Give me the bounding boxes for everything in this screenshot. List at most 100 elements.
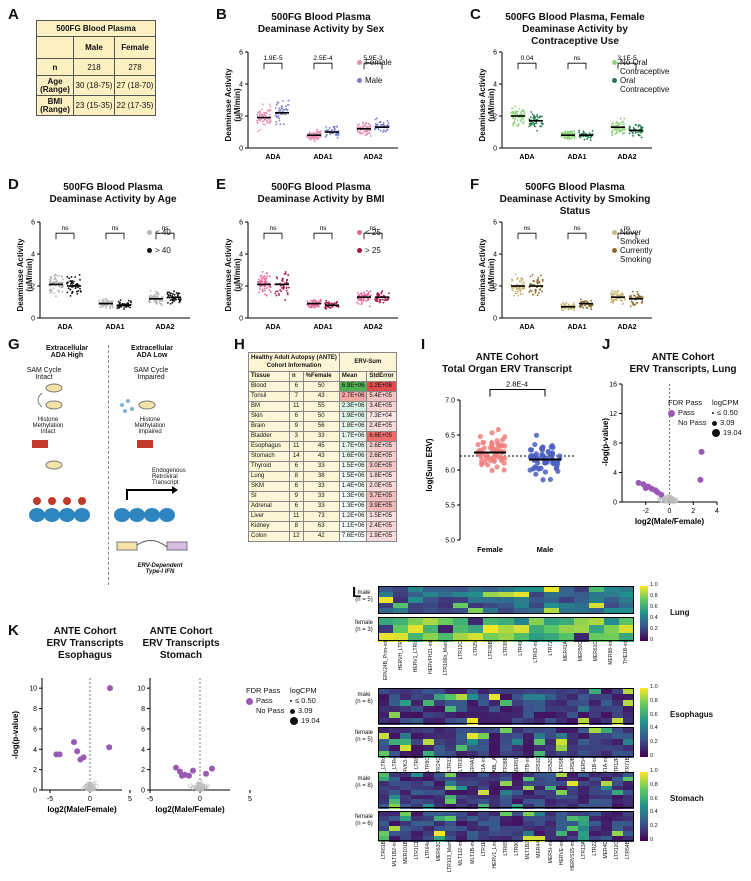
heatmap-cell <box>567 811 579 817</box>
heatmap-cell <box>433 772 446 777</box>
legend-label: 3.09 <box>298 706 313 715</box>
data-point <box>631 301 634 304</box>
data-point <box>542 469 548 475</box>
heatmap-cell <box>543 597 560 604</box>
data-point <box>274 114 277 117</box>
heatmap-cell <box>467 727 479 734</box>
heatmap-cell <box>556 826 568 832</box>
heatmap-cell <box>511 688 524 695</box>
data-point <box>494 438 500 444</box>
y-tick-label: 8 <box>141 706 145 713</box>
data-point <box>258 291 260 294</box>
heatmap-cell <box>578 700 590 707</box>
heatmap-cell <box>556 751 568 758</box>
data-point <box>326 305 329 308</box>
heatmap-cell <box>489 739 501 746</box>
heatmap-cell <box>567 700 579 707</box>
colorbar <box>640 772 648 841</box>
heatmap-cell <box>378 733 390 740</box>
heatmap-cell <box>611 811 624 817</box>
data-point <box>521 283 524 286</box>
data-point <box>168 291 170 294</box>
data-point <box>316 131 319 133</box>
male-group-label: male (n = 5) <box>355 590 373 603</box>
heatmap-cell <box>589 739 602 746</box>
data-point <box>49 277 52 280</box>
heatmap-cell <box>567 803 579 809</box>
legend-marker <box>612 78 617 83</box>
legend-cpm-title: logCPM <box>712 398 739 407</box>
heatmap-cell <box>544 772 557 777</box>
data-point <box>516 290 519 293</box>
significance-bracket <box>567 232 587 240</box>
heatmap-cell <box>389 745 401 752</box>
data-point <box>196 786 202 792</box>
x-tick-label: ADA <box>519 154 534 161</box>
heatmap-cell <box>589 694 602 701</box>
heatmap-cell <box>511 745 524 752</box>
heatmap-cell <box>422 803 435 809</box>
heatmap-cell <box>389 772 401 777</box>
x-tick-label: ADA1 <box>313 324 332 331</box>
data-point <box>585 300 588 303</box>
female-group-label: female (n = 5) <box>354 730 373 743</box>
heatmap-cell <box>433 700 446 707</box>
heatmap-cell <box>556 772 568 777</box>
table-cell: 73 <box>302 511 340 522</box>
data-point <box>619 293 622 295</box>
heatmap-cell <box>589 821 602 827</box>
data-point <box>358 126 361 129</box>
y-tick-label: 6.5 <box>445 433 455 440</box>
data-point <box>660 497 666 503</box>
data-point <box>569 308 572 310</box>
heatmap-cell <box>378 633 394 642</box>
heatmap-cell <box>453 617 469 626</box>
x-tick-label: ADA2 <box>155 324 174 331</box>
data-point <box>275 276 278 278</box>
heatmap-cell <box>500 776 513 782</box>
legend-entry: > 25 <box>357 246 381 255</box>
data-point <box>632 303 635 306</box>
data-point <box>514 273 517 276</box>
heatmap-cell <box>544 785 557 791</box>
heatmap-cell <box>589 688 602 695</box>
heatmap-cell <box>422 826 435 832</box>
heatmap-cell <box>544 718 557 725</box>
heatmap-cell <box>444 688 457 695</box>
heatmap-cell <box>578 781 590 786</box>
data-point <box>382 301 385 304</box>
data-point <box>357 130 360 133</box>
heatmap-cell <box>389 803 401 809</box>
heatmap-cell <box>483 602 499 609</box>
heatmap-cell <box>600 790 613 795</box>
data-point <box>280 290 283 293</box>
table-cell: 1.5E+06 <box>338 471 368 482</box>
heatmap-cell <box>411 821 424 827</box>
data-point <box>361 121 364 124</box>
heatmap-cell <box>455 688 468 695</box>
data-point <box>374 299 377 302</box>
heatmap-cell <box>444 781 457 786</box>
data-point <box>263 293 266 296</box>
table-cell: Blood <box>248 381 290 392</box>
heatmap-cell <box>500 712 513 719</box>
legend-label: < 40 <box>155 228 171 237</box>
heatmap-cell <box>400 790 412 795</box>
heatmap-cell <box>544 781 557 786</box>
data-point <box>615 122 617 124</box>
y-tick-label: 0 <box>493 146 497 153</box>
data-point <box>333 129 336 132</box>
heatmap-cell <box>558 602 575 609</box>
data-point <box>159 299 161 302</box>
heatmap-cell <box>556 799 568 804</box>
data-point <box>70 276 73 278</box>
data-point <box>167 294 170 296</box>
data-point <box>78 273 81 276</box>
heatmap-cell <box>578 712 590 719</box>
heatmap-cell <box>511 816 524 822</box>
heatmap-cell <box>522 739 535 746</box>
table-cell: 1.4E+06 <box>338 481 368 492</box>
data-point <box>544 459 550 465</box>
